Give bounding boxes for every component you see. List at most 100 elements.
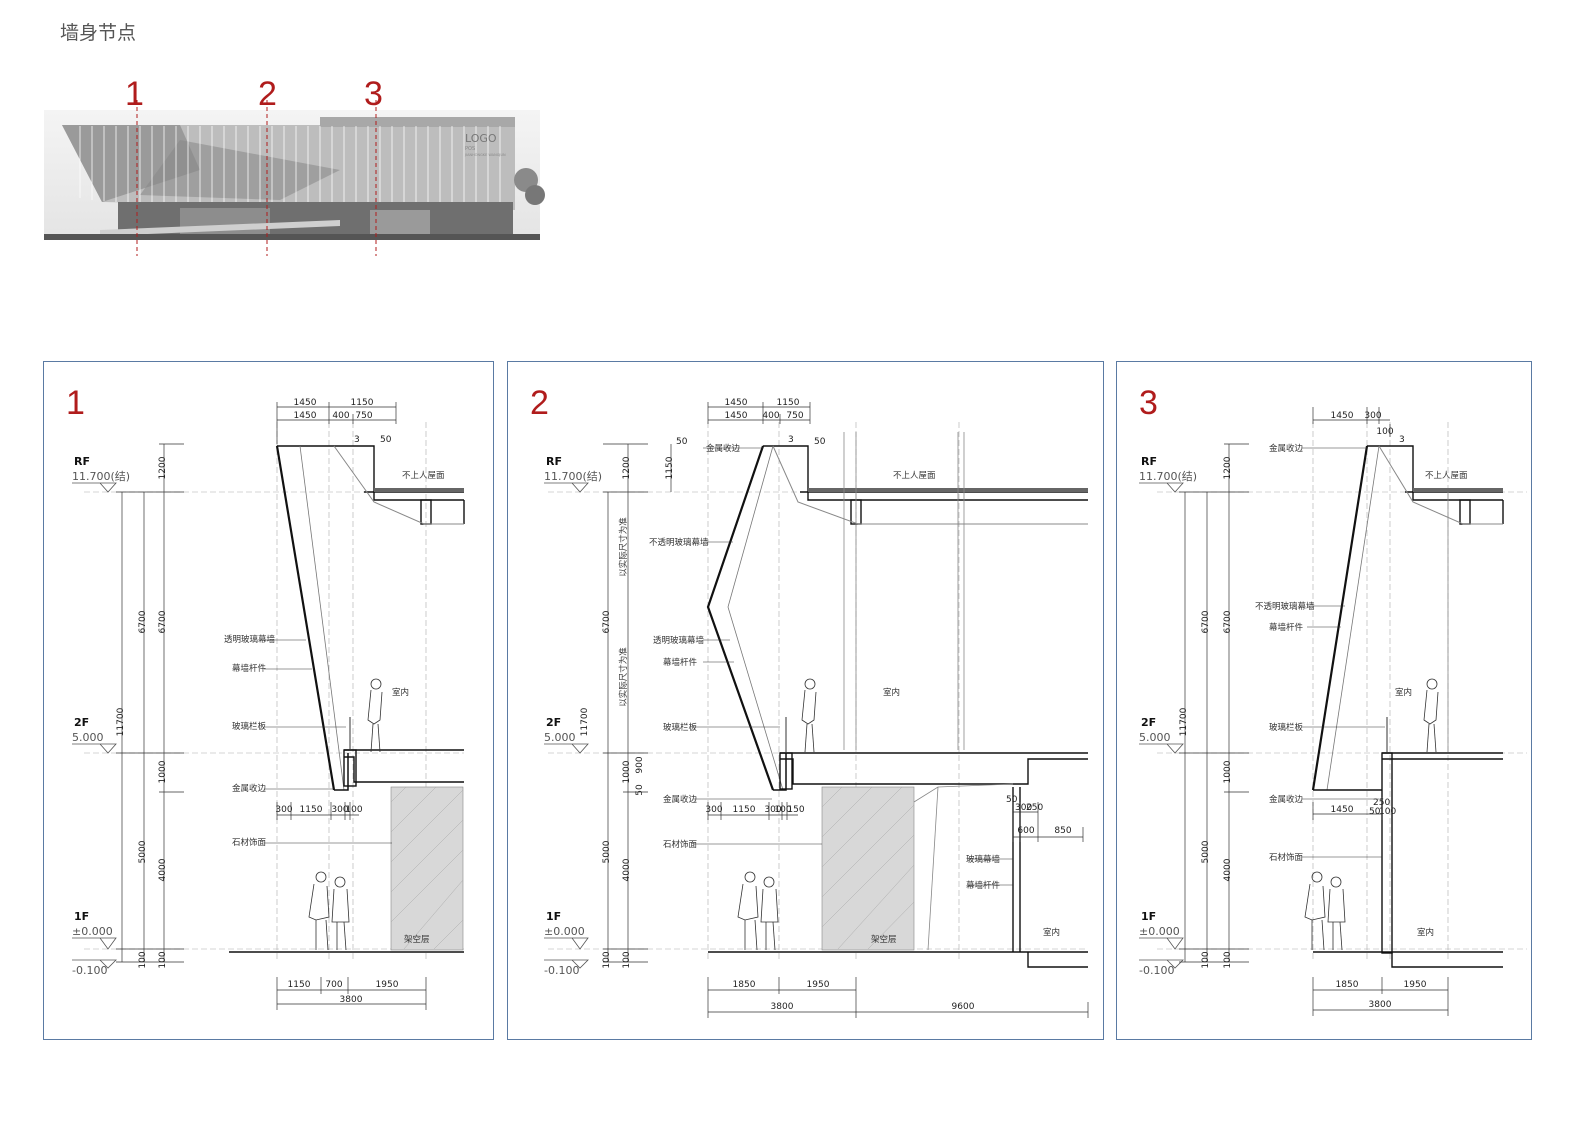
- vdim-1200: 1200: [1223, 456, 1233, 479]
- level-rf-value: 11.700(结): [72, 470, 130, 483]
- bot-dim-1950: 1950: [1404, 980, 1427, 990]
- level-1f: 1F: [1141, 910, 1156, 923]
- label-roof: 不上人屋面: [402, 471, 445, 481]
- top-dim-1450-b: 1450: [294, 411, 317, 421]
- vdim-100-b: 100: [158, 951, 168, 968]
- person-figure-upper: [1423, 678, 1439, 753]
- label-stone: 石材饰面: [1269, 852, 1304, 863]
- bot-dim-1850: 1850: [733, 980, 756, 990]
- mid-dim-300-b: 300: [331, 805, 348, 815]
- vdim-6700-a: 6700: [1201, 610, 1211, 633]
- vdim-5000: 5000: [1201, 840, 1211, 863]
- level-ground-value: -0.100: [72, 964, 107, 977]
- top-dim-300: 300: [1364, 411, 1381, 421]
- vdim-11700: 11700: [580, 707, 590, 736]
- label-railing: 玻璃栏板: [663, 722, 698, 733]
- label-indoor: 室内: [883, 687, 900, 698]
- label-trim: 金属收边: [1269, 794, 1304, 805]
- level-2f: 2F: [1141, 716, 1156, 729]
- mid-dim-1150: 1150: [733, 805, 756, 815]
- section-marker-2: 2: [258, 75, 277, 113]
- right-dim-50: 50: [1006, 795, 1018, 805]
- small-dim-1150: 1150: [665, 456, 675, 479]
- mid-dim-250: 250: [1373, 798, 1390, 808]
- vdim-1000: 1000: [1223, 760, 1233, 783]
- level-rf-value: 11.700(结): [544, 470, 602, 483]
- vdim-4000: 4000: [158, 858, 168, 881]
- vdim-100-b: 100: [622, 951, 632, 968]
- label-stone: 石材饰面: [232, 837, 267, 848]
- level-rf: RF: [1141, 455, 1157, 468]
- mid-dim-1450: 1450: [1331, 805, 1354, 815]
- page-title: 墙身节点: [60, 22, 137, 44]
- label-railing: 玻璃栏板: [232, 721, 267, 732]
- level-1f-value: ±0.000: [1139, 925, 1180, 938]
- note-actual-size-2: 以实际尺寸为准: [618, 647, 629, 707]
- top-dim-1450: 1450: [294, 398, 317, 408]
- bot-dim-1150: 1150: [288, 980, 311, 990]
- level-1f-value: ±0.000: [72, 925, 113, 938]
- vdim-5000: 5000: [138, 840, 148, 863]
- person-figure-upper: [801, 678, 817, 753]
- level-2f-value: 5.000: [1139, 731, 1171, 744]
- vdim-1200: 1200: [158, 456, 168, 479]
- stone-cladding-block: [821, 786, 915, 951]
- right-dim-600: 600: [1017, 826, 1034, 836]
- panel-number: 2: [530, 384, 549, 422]
- small-dim-3: 3: [788, 435, 794, 445]
- label-trim-top: 金属收边: [1269, 443, 1304, 454]
- label-void: 架空层: [404, 934, 430, 945]
- bot-dim-3800: 3800: [340, 995, 363, 1005]
- top-dim-750: 750: [355, 411, 372, 421]
- section-panel-3: 3 RF 11.700(结) 2F 5.000 1F ±0.000 -0.100: [1116, 361, 1532, 1040]
- vdim-6700-a: 6700: [138, 610, 148, 633]
- vdim-4000: 4000: [622, 858, 632, 881]
- label-glass-wall-2: 玻璃幕墙: [966, 854, 1001, 865]
- note-actual-size-1: 以实际尺寸为准: [618, 517, 629, 577]
- top-dim-1150: 1150: [777, 398, 800, 408]
- small-dim-3: 3: [1399, 435, 1405, 445]
- bot-dim-3800: 3800: [1369, 1000, 1392, 1010]
- vdim-1000: 1000: [158, 760, 168, 783]
- mid-dim-300: 300: [705, 805, 722, 815]
- label-opaque-glass: 不透明玻璃幕墙: [649, 537, 709, 548]
- section-panel-2: 2 RF 11.700(结) 2F 5.000 1F ±0.000 -0.100: [507, 361, 1104, 1040]
- vdim-5000: 5000: [602, 840, 612, 863]
- label-mullion: 幕墙杆件: [1269, 622, 1304, 633]
- level-1f-value: ±0.000: [544, 925, 585, 938]
- label-indoor: 室内: [1395, 687, 1412, 698]
- vdim-100-a: 100: [1201, 951, 1211, 968]
- vdim-1200: 1200: [622, 456, 632, 479]
- top-dim-1450: 1450: [1331, 411, 1354, 421]
- label-roof: 不上人屋面: [1425, 471, 1468, 481]
- level-rf-value: 11.700(结): [1139, 470, 1197, 483]
- vdim-4000: 4000: [1223, 858, 1233, 881]
- label-indoor: 室内: [392, 687, 409, 698]
- section-drawing-2: RF 11.700(结) 2F 5.000 1F ±0.000 -0.100 1…: [544, 398, 1089, 1018]
- small-dim-3: 3: [354, 435, 360, 445]
- top-dim-1150: 1150: [351, 398, 374, 408]
- vdim-50: 50: [635, 784, 645, 796]
- level-ground-value: -0.100: [1139, 964, 1174, 977]
- vdim-100-a: 100: [138, 951, 148, 968]
- right-dim-300: 300: [1015, 803, 1032, 813]
- bot-dim-3800: 3800: [771, 1002, 794, 1012]
- level-rf: RF: [74, 455, 90, 468]
- mid-dim-100: 100: [1379, 807, 1396, 817]
- vdim-6700: 6700: [602, 610, 612, 633]
- label-mullion-2: 幕墙杆件: [966, 880, 1001, 891]
- people-figures-lower: [308, 871, 350, 951]
- label-trim-top: 金属收边: [706, 443, 741, 454]
- section-drawing-3: RF 11.700(结) 2F 5.000 1F ±0.000 -0.100 1…: [1139, 407, 1527, 1016]
- level-rf: RF: [546, 455, 562, 468]
- label-mullion: 幕墙杆件: [663, 657, 698, 668]
- mid-dim-300: 300: [275, 805, 292, 815]
- elevation-logo-sub: POS: [465, 146, 475, 152]
- mid-dim-1150: 1150: [300, 805, 323, 815]
- stone-cladding-block: [390, 786, 464, 951]
- vdim-6700-b: 6700: [1223, 610, 1233, 633]
- level-1f: 1F: [546, 910, 561, 923]
- top-dim-400: 400: [762, 411, 779, 421]
- section-marker-1: 1: [125, 75, 144, 113]
- label-glass-wall: 透明玻璃幕墙: [224, 634, 276, 645]
